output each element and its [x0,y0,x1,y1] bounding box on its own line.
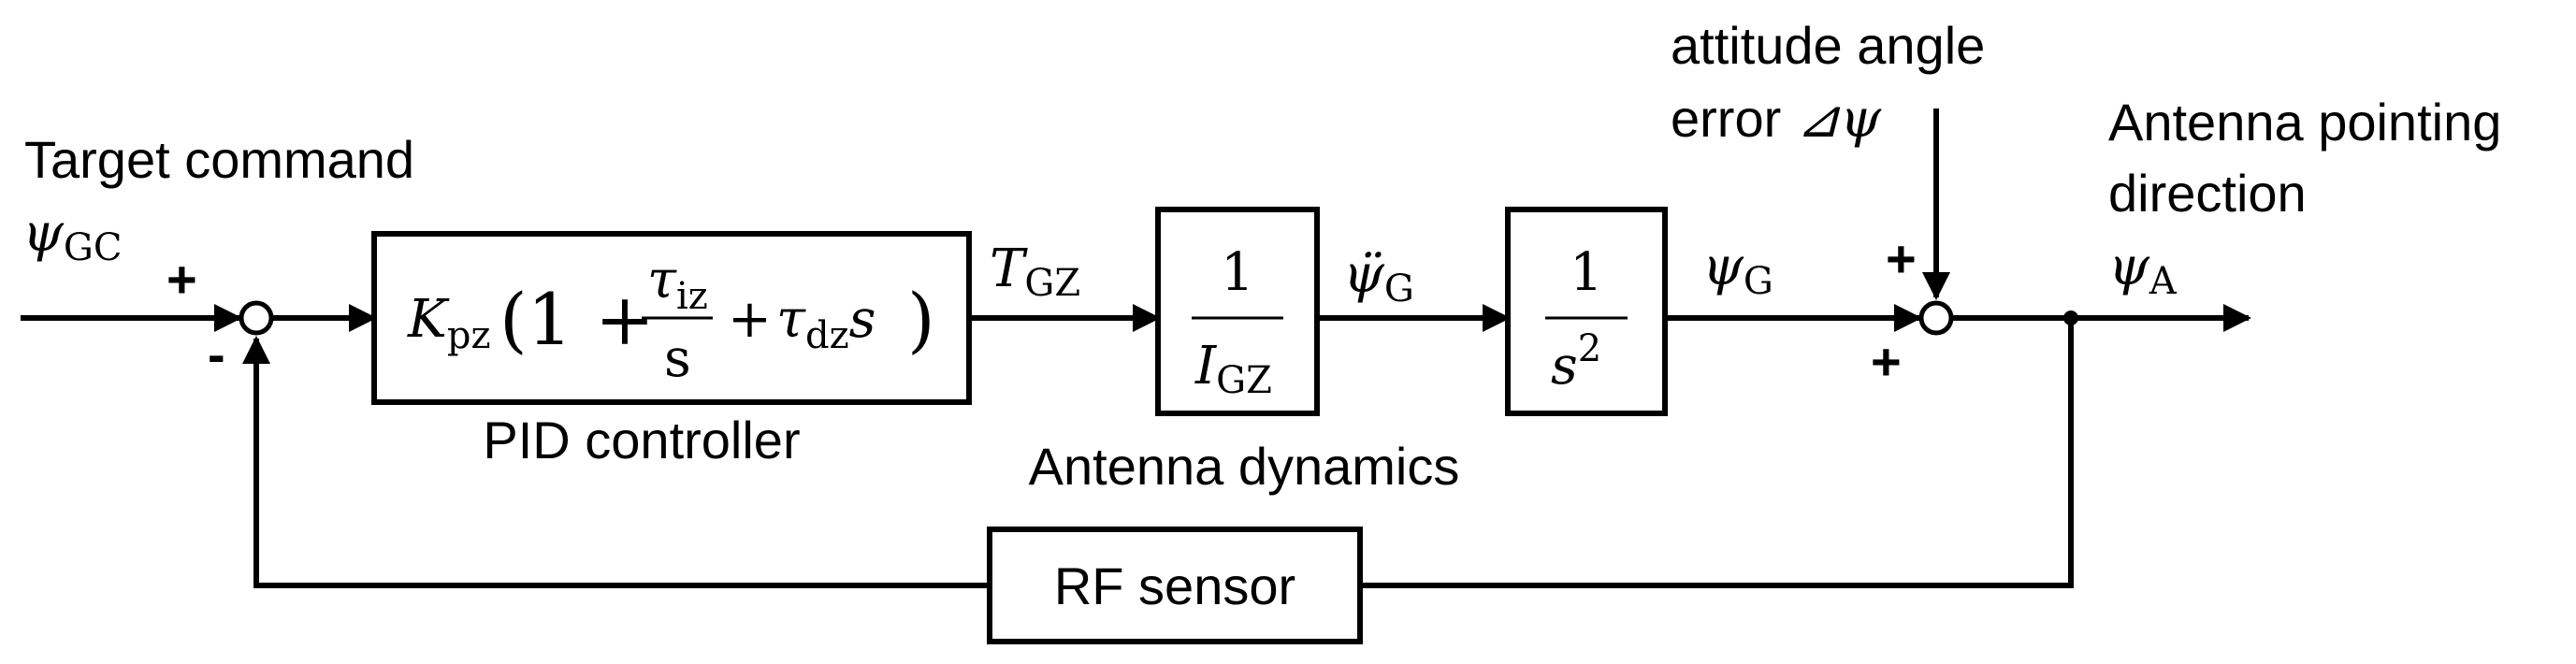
pid-tau-i: τiz [647,250,708,318]
t-gz: TGZ [990,238,1080,305]
antenna-dynamics-caption: Antenna dynamics [1029,437,1460,496]
sum2-plus-bottom-sign: + [1871,332,1902,391]
sum2-plus-top-sign: + [1886,229,1917,288]
integrator-block [1505,207,1668,416]
inertia-block [1155,207,1320,416]
psi-g: ψG [1702,237,1773,303]
integrator-numerator: 1 [1570,242,1603,303]
antenna-pointing-label-line1: Antenna pointing [2108,93,2501,152]
integrator-denominator: s2 [1551,327,1601,397]
sum1-plus-sign: + [166,250,197,309]
rf-sensor-label: RF sensor [1054,556,1295,615]
inertia-denominator: IGZ [1194,336,1272,402]
pid-caption: PID controller [483,411,800,469]
sum1-minus-sign: - [208,325,225,383]
pid-tau-d: τdzs [776,289,876,357]
psi-a: ψA [2108,237,2178,303]
target-command-label: Target command [24,130,414,189]
psi-gc: ψGC [22,203,122,269]
feedback-line-left [242,336,990,588]
attitude-error-label-line2: error⊿ψ [1671,89,1882,150]
pid-gain: Kpz [407,289,491,357]
antenna-pointing-label-line2: direction [2108,164,2307,223]
rf-sensor-block [987,527,1363,644]
attitude-error-label-line1: attitude angle [1671,16,1985,75]
pid-frac-den: s [664,328,691,389]
pid-plus: + [728,289,772,350]
pid-open-paren: (1 + [499,278,655,361]
psi-ddot-g: ψ̈G [1343,244,1414,310]
summing-junction-1 [239,300,274,336]
inertia-numerator: 1 [1221,242,1254,303]
pid-close-paren: ) [907,278,935,361]
summing-junction-2 [1918,300,1954,336]
branch-point [2063,310,2078,325]
feedback-line-right [1360,318,2074,588]
